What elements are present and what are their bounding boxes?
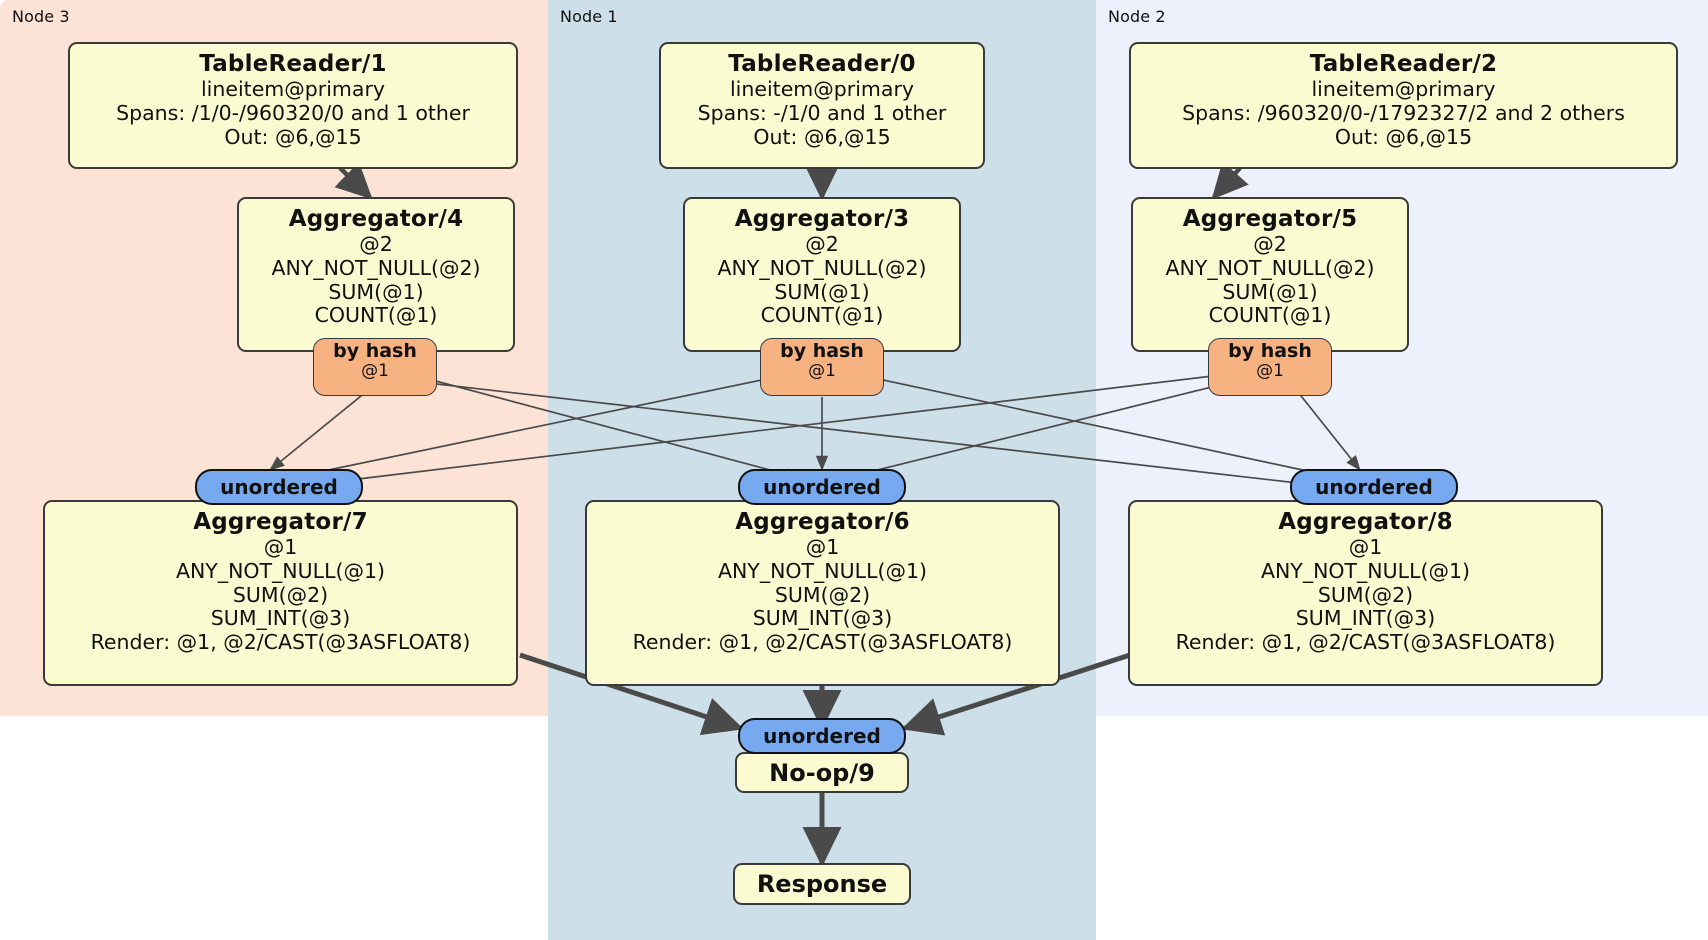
processor-tablereader-2[interactable]: TableReader/2 lineitem@primary Spans: /9… bbox=[1129, 42, 1678, 169]
processor-line: Render: @1, @2/CAST(@3ASFLOAT8) bbox=[90, 630, 471, 655]
processor-response[interactable]: Response bbox=[733, 863, 911, 905]
processor-noop-9[interactable]: No-op/9 bbox=[735, 752, 909, 793]
processor-title: TableReader/2 bbox=[1309, 51, 1498, 77]
processor-line: COUNT(@1) bbox=[1208, 303, 1332, 328]
processor-aggregator-8[interactable]: Aggregator/8 @1 ANY_NOT_NULL(@1) SUM(@2)… bbox=[1128, 500, 1603, 686]
processor-line: ANY_NOT_NULL(@1) bbox=[175, 558, 386, 583]
processor-tablereader-1[interactable]: TableReader/1 lineitem@primary Spans: /1… bbox=[68, 42, 518, 169]
processor-line: COUNT(@1) bbox=[760, 303, 884, 328]
processor-line: lineitem@primary bbox=[200, 77, 386, 102]
badge-label: unordered bbox=[763, 724, 881, 748]
processor-title: Aggregator/3 bbox=[734, 206, 910, 232]
processor-line: Render: @1, @2/CAST(@3ASFLOAT8) bbox=[1175, 630, 1556, 655]
processor-tablereader-0[interactable]: TableReader/0 lineitem@primary Spans: -/… bbox=[659, 42, 985, 169]
processor-title: TableReader/1 bbox=[199, 51, 387, 77]
processor-line: @2 bbox=[359, 232, 393, 257]
processor-line: Spans: /960320/0-/1792327/2 and 2 others bbox=[1182, 100, 1625, 125]
processor-aggregator-7[interactable]: Aggregator/7 @1 ANY_NOT_NULL(@1) SUM(@2)… bbox=[43, 500, 518, 686]
processor-line: ANY_NOT_NULL(@2) bbox=[271, 255, 481, 280]
processor-line: ANY_NOT_NULL(@2) bbox=[717, 255, 927, 280]
processor-line: lineitem@primary bbox=[1311, 77, 1496, 102]
badge-column-label: @1 bbox=[808, 360, 836, 381]
processor-title: Aggregator/6 bbox=[735, 509, 910, 535]
badge-type-label: by hash bbox=[1228, 340, 1312, 362]
badge-label: unordered bbox=[220, 475, 338, 499]
processor-line: ANY_NOT_NULL(@1) bbox=[717, 558, 928, 583]
processor-line: SUM(@1) bbox=[328, 279, 424, 304]
processor-title: Aggregator/4 bbox=[288, 206, 464, 232]
processor-title: Response bbox=[756, 870, 888, 898]
processor-line: Render: @1, @2/CAST(@3ASFLOAT8) bbox=[632, 630, 1013, 655]
processor-title: Aggregator/7 bbox=[193, 509, 368, 535]
badge-unordered-final[interactable]: unordered bbox=[738, 718, 906, 754]
processor-aggregator-5[interactable]: Aggregator/5 @2 ANY_NOT_NULL(@2) SUM(@1)… bbox=[1131, 197, 1409, 352]
processor-line: @2 bbox=[1253, 232, 1287, 257]
processor-aggregator-4[interactable]: Aggregator/4 @2 ANY_NOT_NULL(@2) SUM(@1)… bbox=[237, 197, 515, 352]
badge-unordered-center[interactable]: unordered bbox=[738, 469, 906, 505]
processor-line: @1 bbox=[1348, 535, 1383, 560]
processor-title: No-op/9 bbox=[769, 758, 875, 787]
node-label-node3: Node 3 bbox=[12, 7, 70, 26]
badge-label: unordered bbox=[763, 475, 881, 499]
badge-type-label: by hash bbox=[780, 340, 864, 362]
badge-column-label: @1 bbox=[361, 360, 389, 381]
processor-line: Out: @6,@15 bbox=[753, 124, 891, 149]
processor-line: SUM(@1) bbox=[1222, 279, 1318, 304]
processor-line: Out: @6,@15 bbox=[1334, 124, 1473, 149]
badge-label: unordered bbox=[1315, 475, 1433, 499]
processor-line: SUM(@2) bbox=[1317, 582, 1414, 607]
processor-title: TableReader/0 bbox=[728, 51, 916, 77]
badge-by-hash-left[interactable]: by hash @1 bbox=[313, 338, 437, 396]
badge-type-label: by hash bbox=[333, 340, 417, 362]
processor-line: SUM(@2) bbox=[774, 582, 871, 607]
processor-line: @1 bbox=[263, 535, 298, 560]
processor-line: @1 bbox=[805, 535, 840, 560]
processor-aggregator-6[interactable]: Aggregator/6 @1 ANY_NOT_NULL(@1) SUM(@2)… bbox=[585, 500, 1060, 686]
processor-line: SUM(@1) bbox=[774, 279, 870, 304]
badge-column-label: @1 bbox=[1256, 360, 1284, 381]
processor-line: SUM(@2) bbox=[232, 582, 329, 607]
badge-by-hash-center[interactable]: by hash @1 bbox=[760, 338, 884, 396]
processor-line: SUM_INT(@3) bbox=[752, 606, 893, 631]
processor-line: SUM_INT(@3) bbox=[1295, 606, 1436, 631]
badge-unordered-left[interactable]: unordered bbox=[195, 469, 363, 505]
badge-by-hash-right[interactable]: by hash @1 bbox=[1208, 338, 1332, 396]
processor-line: Spans: /1/0-/960320/0 and 1 other bbox=[116, 100, 470, 125]
processor-line: Out: @6,@15 bbox=[224, 124, 362, 149]
processor-line: Spans: -/1/0 and 1 other bbox=[697, 100, 947, 125]
badge-unordered-right[interactable]: unordered bbox=[1290, 469, 1458, 505]
processor-line: COUNT(@1) bbox=[314, 303, 438, 328]
processor-aggregator-3[interactable]: Aggregator/3 @2 ANY_NOT_NULL(@2) SUM(@1)… bbox=[683, 197, 961, 352]
processor-title: Aggregator/5 bbox=[1182, 206, 1358, 232]
processor-title: Aggregator/8 bbox=[1278, 509, 1453, 535]
processor-line: lineitem@primary bbox=[729, 77, 915, 102]
processor-line: SUM_INT(@3) bbox=[210, 606, 351, 631]
processor-line: ANY_NOT_NULL(@1) bbox=[1260, 558, 1471, 583]
node-label-node2: Node 2 bbox=[1108, 7, 1166, 26]
node-label-node1: Node 1 bbox=[560, 7, 618, 26]
processor-line: ANY_NOT_NULL(@2) bbox=[1165, 255, 1375, 280]
processor-line: @2 bbox=[805, 232, 839, 257]
